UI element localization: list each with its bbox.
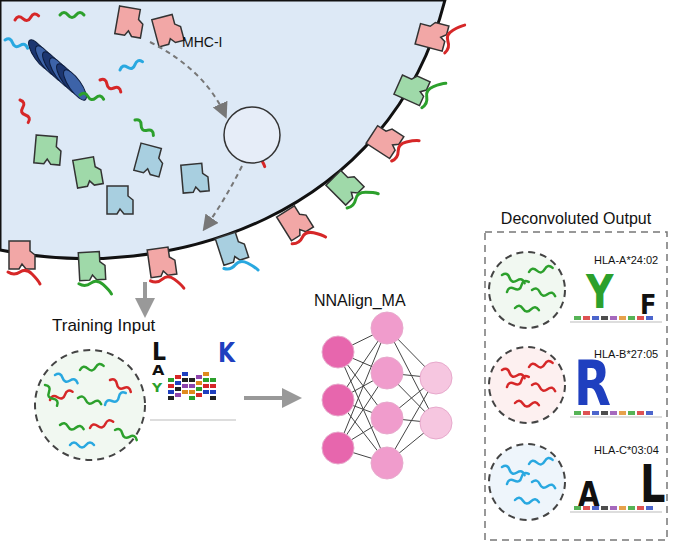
peptide — [515, 306, 539, 313]
peptide — [70, 443, 94, 448]
flow-arrow — [143, 282, 147, 310]
mhc-molecule — [8, 241, 40, 284]
peptide — [54, 373, 78, 386]
peptide — [133, 118, 155, 137]
peptide — [15, 13, 40, 22]
peptide — [529, 457, 554, 466]
peptide — [80, 93, 105, 102]
transport-arrow — [205, 166, 242, 228]
peptide — [531, 288, 555, 299]
input-node: Training Input — [40, 316, 240, 448]
node-label: Deconvoluted Output — [501, 210, 651, 228]
cell-contents — [4, 6, 272, 214]
logo-letter: L — [640, 458, 666, 510]
cell-node: MHC-I — [0, 0, 440, 278]
transport-arrow — [150, 42, 225, 115]
mhc-molecule — [415, 14, 465, 56]
vesicle — [224, 107, 280, 163]
peptide — [114, 428, 138, 443]
peptide — [99, 78, 122, 94]
peptide — [531, 480, 555, 491]
peptide — [104, 391, 127, 407]
flow-arrow — [244, 396, 294, 400]
mhc-molecule — [181, 163, 209, 193]
allele-label: HLA-C*03:04 — [594, 444, 659, 456]
peptides — [43, 363, 138, 447]
peptide — [109, 378, 132, 394]
node-label: NNAlign_MA — [314, 292, 406, 310]
mhc-molecule — [115, 6, 145, 38]
mhc-molecule — [152, 13, 184, 47]
mhc-molecule — [146, 246, 184, 293]
logo-letter: K — [218, 340, 235, 366]
neural-network — [322, 312, 452, 479]
peptide — [4, 38, 28, 51]
peptide — [89, 419, 113, 430]
mhc-molecule — [73, 156, 103, 188]
peptide-cluster — [489, 444, 565, 520]
node-label: Training Input — [52, 316, 155, 336]
peptide-cluster — [489, 252, 565, 328]
peptide — [515, 401, 539, 408]
mhc-molecule — [34, 135, 62, 165]
membrane-molecules — [8, 14, 465, 296]
mhc-molecule — [325, 163, 378, 216]
peptide — [18, 99, 31, 123]
peptide — [506, 375, 530, 390]
mhc-molecule — [134, 143, 166, 177]
mhc-molecule — [214, 229, 258, 280]
cell-body — [0, 0, 445, 259]
mhc-molecule — [107, 186, 133, 214]
output-frame — [485, 232, 667, 540]
logo-letter: A — [152, 363, 164, 377]
peptides — [501, 265, 556, 504]
peptide — [506, 280, 530, 295]
network-node: NNAlign_MA — [300, 290, 450, 480]
logo-letter: Y — [152, 381, 162, 394]
logo-letter: Y — [586, 270, 614, 316]
peptide — [515, 498, 539, 505]
peptide — [60, 423, 85, 432]
peptide — [119, 59, 143, 72]
mhc-molecule — [366, 117, 419, 167]
logo-letter: R — [574, 352, 611, 414]
peptide — [529, 360, 554, 369]
peptide-pool — [35, 350, 145, 460]
mhc-molecule — [276, 201, 326, 254]
peptide — [506, 472, 530, 487]
logo-letter: A — [578, 478, 600, 512]
peptide — [49, 389, 73, 402]
allele-label: HLA-B*27:05 — [594, 348, 658, 360]
node-label: MHC-I — [182, 34, 222, 50]
logo-letter: L — [152, 340, 166, 364]
mhc-molecule — [394, 66, 446, 113]
peptide — [529, 265, 554, 274]
sequence-logo — [150, 372, 236, 420]
peptide — [80, 363, 105, 372]
mhc-molecule — [77, 251, 111, 296]
allele-label: HLA-A*24:02 — [594, 254, 658, 266]
peptide — [531, 383, 555, 394]
logo-letter: F — [640, 292, 656, 318]
peptide — [43, 384, 59, 407]
peptide-cluster — [489, 347, 565, 423]
peptide — [77, 396, 101, 407]
peptide — [60, 13, 84, 18]
